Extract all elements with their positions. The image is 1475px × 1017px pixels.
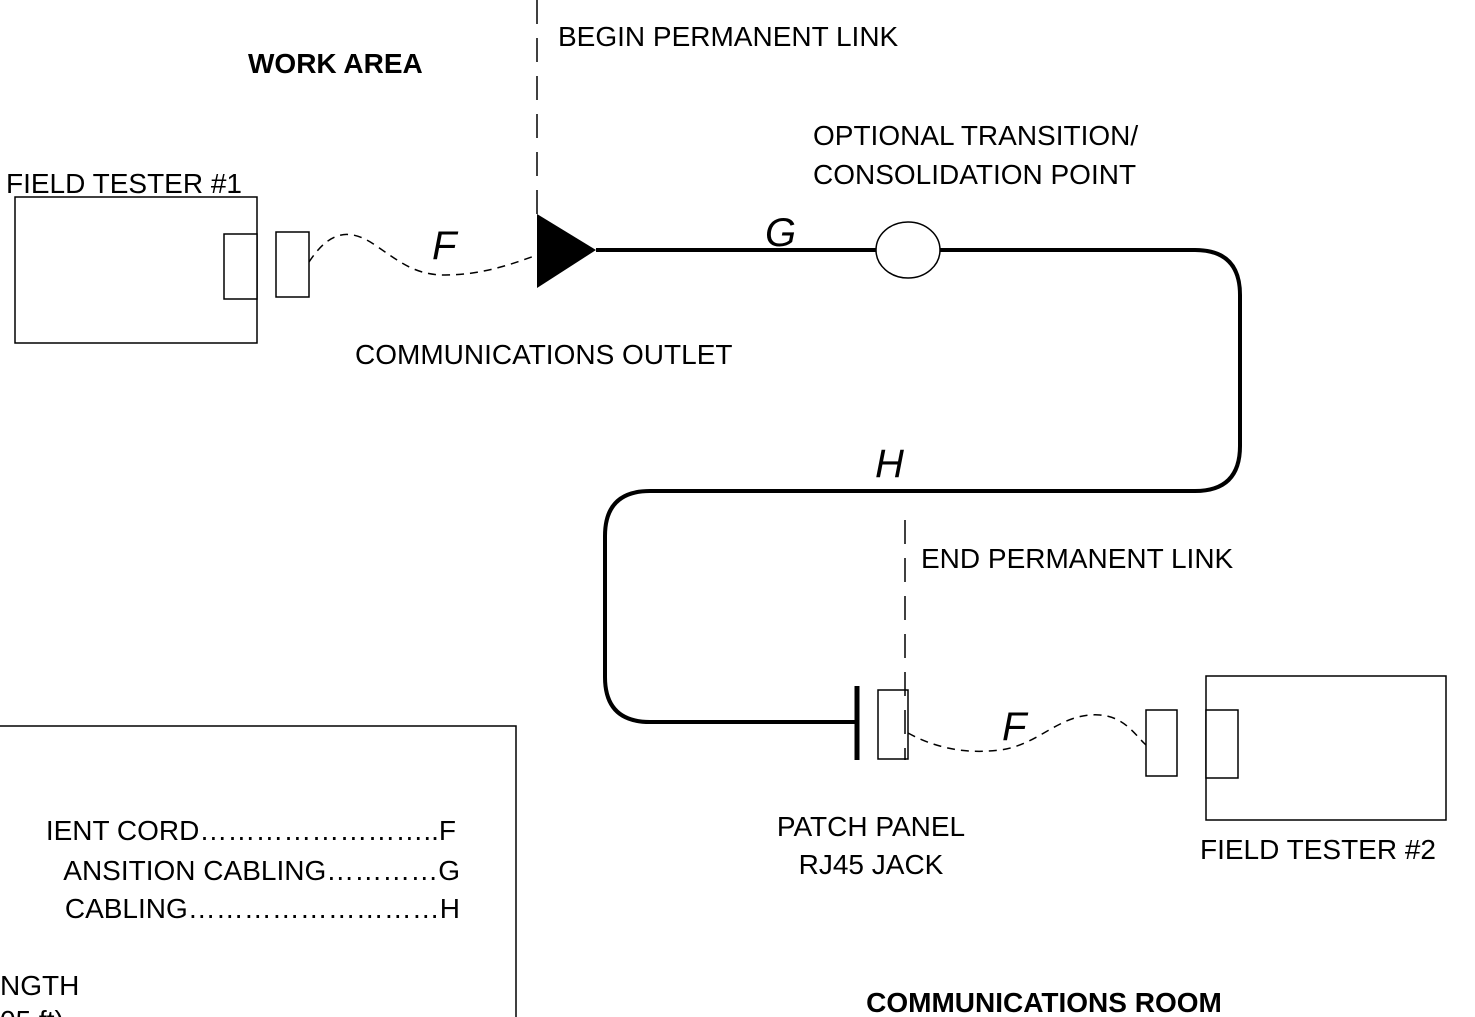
work-area-label: WORK AREA: [248, 48, 423, 79]
patch-panel-rj45-jack: [877, 689, 909, 760]
field-tester-1-plug: [275, 231, 310, 298]
test-cord-f-top: [308, 233, 538, 276]
patch-panel-label-line1: PATCH PANEL: [777, 811, 965, 842]
segment-f-top-label: F: [432, 224, 459, 268]
begin-permanent-link-label: BEGIN PERMANENT LINK: [558, 21, 899, 52]
field-tester-1-port: [223, 233, 258, 300]
horizontal-cable-path: [596, 248, 1242, 724]
legend-row-equipment-cord: IENT CORD……………………..F: [46, 815, 456, 846]
communications-outlet-label: COMMUNICATIONS OUTLET: [355, 339, 732, 370]
legend-row-horizontal-cabling: CABLING………………………H: [65, 893, 460, 924]
legend-row-length: NGTH: [0, 970, 79, 1001]
consolidation-point-icon: [875, 221, 941, 279]
optional-transition-label-line2: CONSOLIDATION POINT: [813, 159, 1136, 190]
field-tester-1-label: FIELD TESTER #1: [6, 168, 242, 199]
optional-transition-label-line1: OPTIONAL TRANSITION/: [813, 120, 1138, 151]
legend-box: [0, 725, 517, 1017]
field-tester-1-box: [14, 196, 258, 344]
communications-room-label: COMMUNICATIONS ROOM: [866, 987, 1222, 1017]
test-cord-f-bottom: [907, 714, 1147, 753]
communications-outlet-icon: [537, 214, 596, 288]
field-tester-2-plug: [1145, 709, 1178, 777]
field-tester-2-port: [1205, 709, 1239, 779]
field-tester-2-box: [1205, 675, 1447, 821]
segment-h-label: H: [875, 442, 904, 486]
legend-row-transition-cabling: ANSITION CABLING…………G: [63, 855, 460, 886]
patch-panel-label-line2: RJ45 JACK: [799, 849, 944, 880]
segment-g-label: G: [765, 211, 796, 255]
segment-f-bottom-label: F: [1002, 705, 1029, 749]
end-permanent-link-label: END PERMANENT LINK: [921, 543, 1234, 574]
field-tester-2-label: FIELD TESTER #2: [1200, 834, 1436, 865]
legend-row-length-value: 05 ft): [0, 1005, 64, 1017]
